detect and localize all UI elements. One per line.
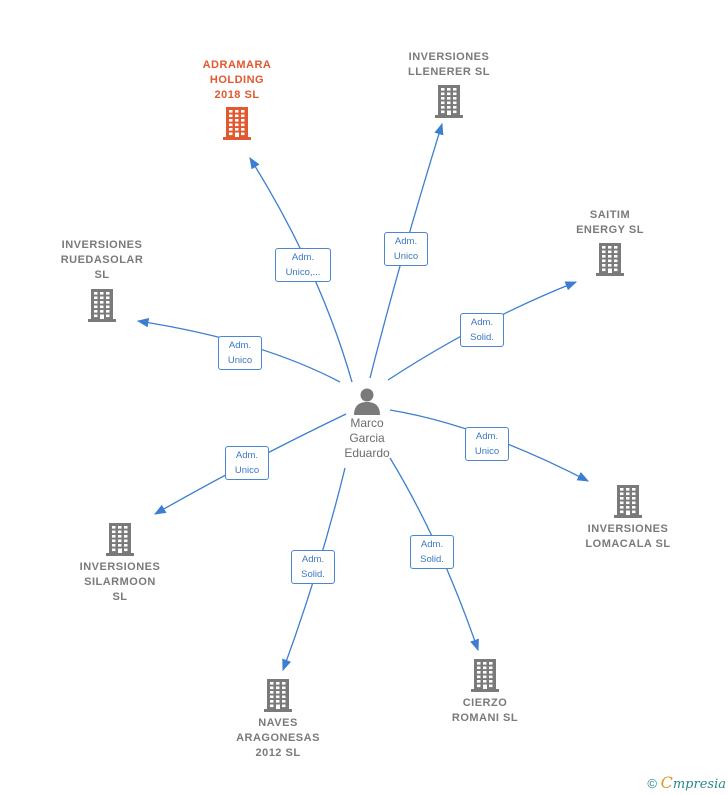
building-icon [226, 678, 330, 712]
company-node-llenerer[interactable]: INVERSIONES LLENERER SL [395, 50, 503, 118]
building-icon [560, 242, 660, 276]
role-badge-ruedasolar[interactable]: Adm. Unico [218, 336, 262, 370]
company-label: INVERSIONES LOMACALA SL [585, 523, 671, 550]
building-icon [575, 484, 681, 518]
role-badge-silarmoon[interactable]: Adm. Unico [225, 446, 269, 480]
company-node-saitim[interactable]: SAITIM ENERGY SL [560, 208, 660, 276]
company-node-naves[interactable]: NAVES ARAGONESAS 2012 SL [226, 678, 330, 761]
role-badge-adramara[interactable]: Adm. Unico,... [275, 248, 331, 282]
brand-logo-text: mpresia [672, 777, 726, 792]
role-badge-saitim[interactable]: Adm. Solid. [460, 313, 504, 347]
role-badge-naves[interactable]: Adm. Solid. [291, 550, 335, 584]
role-badge-llenerer[interactable]: Adm. Unico [384, 232, 428, 266]
brand-footer: © Cmpresia [647, 773, 726, 792]
role-badge-cierzo[interactable]: Adm. Solid. [410, 535, 454, 569]
building-icon [50, 288, 154, 322]
building-icon [395, 84, 503, 118]
building-icon [440, 658, 530, 692]
person-node[interactable]: Marco Garcia Eduardo [332, 386, 402, 461]
copyright-icon: © [647, 776, 657, 791]
building-icon [187, 106, 287, 140]
company-label: ADRAMARA HOLDING 2018 SL [202, 59, 272, 101]
building-icon [68, 522, 172, 556]
company-node-silarmoon[interactable]: INVERSIONES SILARMOON SL [68, 522, 172, 605]
company-node-cierzo[interactable]: CIERZO ROMANI SL [440, 658, 530, 726]
company-node-ruedasolar[interactable]: INVERSIONES RUEDASOLAR SL [50, 238, 154, 322]
company-label: NAVES ARAGONESAS 2012 SL [236, 717, 320, 759]
company-label: SAITIM ENERGY SL [576, 209, 644, 236]
company-node-lomacala[interactable]: INVERSIONES LOMACALA SL [575, 484, 681, 552]
company-label: INVERSIONES LLENERER SL [408, 51, 490, 78]
person-name: Marco Garcia Eduardo [344, 416, 390, 460]
brand-logo-initial: C [660, 773, 673, 792]
role-badge-lomacala[interactable]: Adm. Unico [465, 427, 509, 461]
company-label: INVERSIONES SILARMOON SL [79, 561, 161, 603]
company-node-adramara[interactable]: ADRAMARA HOLDING 2018 SL [187, 58, 287, 140]
person-icon [354, 388, 380, 415]
company-label: CIERZO ROMANI SL [451, 697, 519, 724]
company-label: INVERSIONES RUEDASOLAR SL [60, 239, 144, 281]
